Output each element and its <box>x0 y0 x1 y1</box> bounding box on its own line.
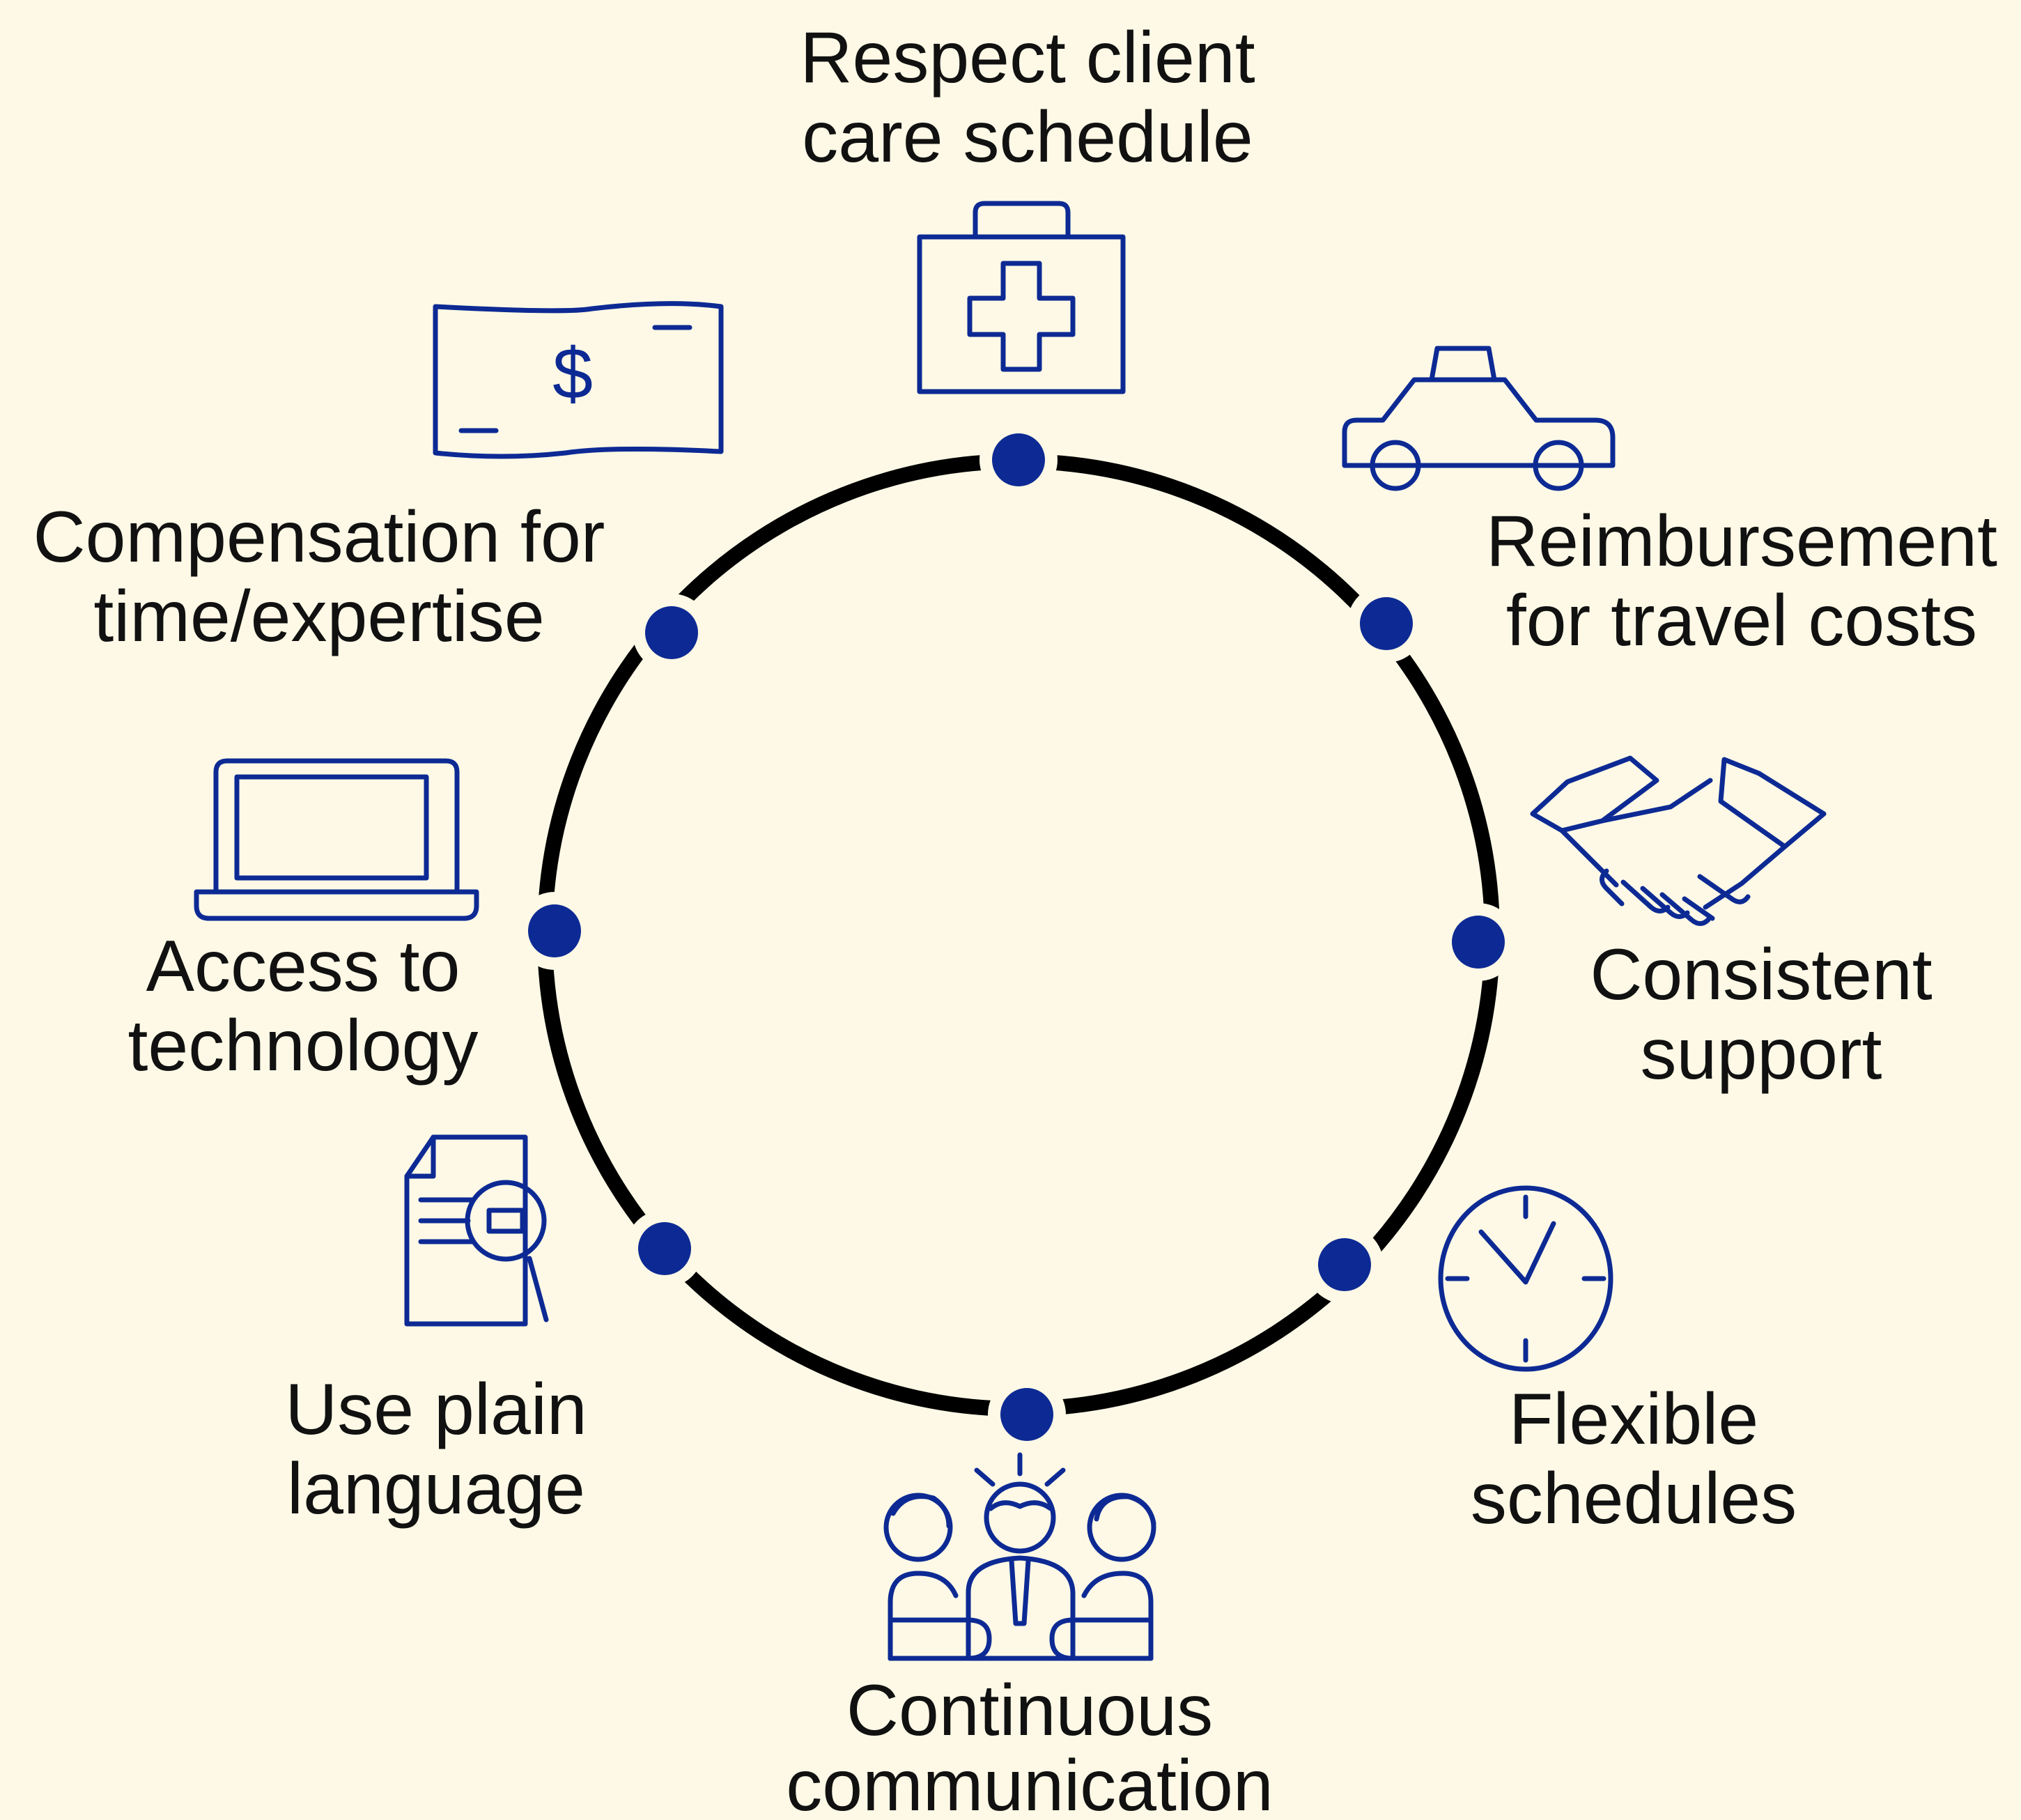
label-compensation-line2: time/expertise <box>93 576 544 657</box>
label-plain-language: Use plain language <box>285 1369 587 1529</box>
dot-travel <box>1347 585 1425 663</box>
dot-plain-language <box>626 1210 704 1288</box>
first-aid-kit-icon <box>917 201 1126 394</box>
label-support: Consistent support <box>1590 934 1932 1095</box>
label-compensation: Compensation for time/expertise <box>33 497 605 657</box>
label-plain-language-line2: language <box>287 1449 585 1529</box>
label-communication-line2: communication <box>786 1745 1273 1820</box>
dot-flexible <box>1306 1226 1384 1304</box>
label-communication-line1: Continuous <box>846 1670 1213 1751</box>
ring-dots <box>516 421 1517 1453</box>
dot-compensation <box>633 594 711 672</box>
document-magnifier-icon <box>404 1134 549 1327</box>
label-technology-line2: technology <box>127 1005 478 1086</box>
dot-support <box>1439 903 1517 981</box>
dot-technology <box>516 892 594 970</box>
handshake-icon <box>1530 755 1827 926</box>
car-icon <box>1342 346 1616 491</box>
label-technology: Access to technology <box>127 926 478 1086</box>
label-flexible-line2: schedules <box>1471 1458 1797 1539</box>
label-compensation-line1: Compensation for <box>33 497 605 578</box>
label-support-line1: Consistent <box>1590 934 1932 1015</box>
dollar-bill-icon: $ <box>433 301 724 459</box>
dot-care <box>979 421 1058 499</box>
label-plain-language-line1: Use plain <box>285 1369 587 1450</box>
label-care-line1: Respect client <box>800 17 1255 98</box>
label-technology-line1: Access to <box>146 926 460 1007</box>
label-care-line2: care schedule <box>802 97 1253 178</box>
label-flexible: Flexible schedules <box>1471 1379 1797 1539</box>
label-care: Respect client care schedule <box>800 17 1255 178</box>
dot-communication <box>988 1375 1066 1453</box>
label-support-line2: support <box>1641 1014 1882 1095</box>
label-travel: Reimbursement for travel costs <box>1486 501 1997 661</box>
clock-icon <box>1438 1185 1613 1372</box>
meeting-people-icon <box>883 1452 1156 1661</box>
laptop-icon <box>194 758 479 921</box>
label-travel-line2: for travel costs <box>1506 580 1977 661</box>
label-flexible-line1: Flexible <box>1509 1379 1758 1460</box>
label-travel-line1: Reimbursement <box>1486 501 1997 582</box>
dollar-sign: $ <box>552 334 593 415</box>
label-communication: Continuous communication <box>786 1670 1273 1820</box>
